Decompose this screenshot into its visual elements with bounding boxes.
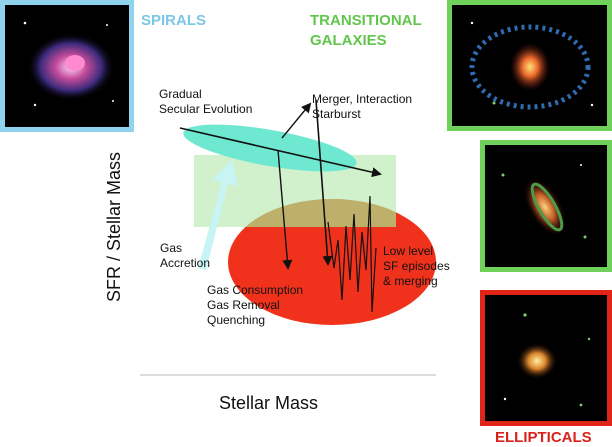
sf-label-line2: SF episodes [383,259,450,273]
merger-pointer-arrow [281,102,312,139]
merger-label-line2: Starburst [312,107,361,121]
spiral-galaxy-image [0,0,134,132]
x-axis-label: Stellar Mass [219,393,319,413]
secular-label-line1: Gradual [159,87,202,101]
quenching-arrow [277,149,293,270]
quench-label-line3: Quenching [207,313,266,327]
secular-evolution-arrow [179,127,382,178]
sf-label-line1: Low level [383,244,434,258]
ellipticals-title: ELLIPTICALS [495,429,592,446]
transitional-galaxy-image-1 [447,0,612,131]
merger-label-line1: Merger, Interaction [312,92,413,106]
gas-accretion-arrow [198,160,238,270]
transitional-galaxy-image-2 [480,140,612,272]
quench-label-line1: Gas Consumption [207,283,304,297]
y-axis-label: SFR / Stellar Mass [104,151,124,303]
transitional-title-line1: TRANSITIONAL [310,12,422,29]
quench-label-line2: Gas Removal [207,298,280,312]
accretion-label-line1: Gas [160,241,183,255]
transitional-title-line2: GALAXIES [310,32,387,49]
sf-episodes-zigzag [327,195,377,313]
secular-label-line2: Secular Evolution [159,102,253,116]
accretion-label-line2: Accretion [160,256,211,270]
spirals-title: SPIRALS [141,12,207,29]
sf-label-line3: & merging [383,274,438,288]
elliptical-galaxy-image [480,290,612,426]
merger-starburst-arrow [315,99,333,266]
